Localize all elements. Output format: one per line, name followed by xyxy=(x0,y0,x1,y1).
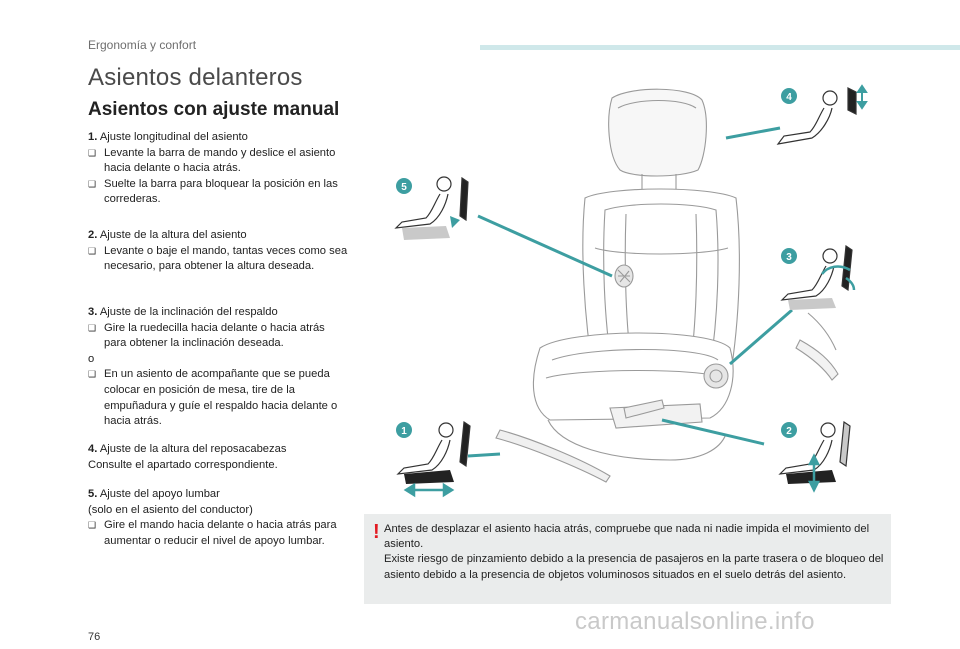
warning-text: Antes de desplazar el asiento hacia atrá… xyxy=(384,522,884,583)
item-title: Ajuste longitudinal del asiento xyxy=(99,131,248,143)
arrow-icon xyxy=(807,453,821,493)
page-title: Asientos delanteros xyxy=(88,64,303,91)
item-5: 5. Ajuste del apoyo lumbar (solo en el a… xyxy=(88,487,350,549)
callout-label: 4 xyxy=(786,92,792,103)
header-bar xyxy=(480,45,960,50)
item-number: 4. xyxy=(88,443,98,455)
callout-label: 5 xyxy=(401,182,407,193)
item-1: 1. Ajuste longitudinal del asiento Levan… xyxy=(88,130,350,208)
arrow-icon xyxy=(856,84,868,110)
warning-line: Existe riesgo de pinzamiento debido a la… xyxy=(384,553,884,581)
connector-lines xyxy=(467,126,793,458)
callout-1: 1 xyxy=(396,422,412,438)
person-silhouette-icon xyxy=(396,420,471,484)
item-2: 2. Ajuste de la altura del asiento Levan… xyxy=(88,228,350,275)
item-number: 5. xyxy=(88,488,98,500)
watermark: carmanualsonline.info xyxy=(575,608,815,635)
bullet-line: Levante o baje el mando, tantas veces co… xyxy=(88,244,350,275)
item-4: 4. Ajuste de la altura del reposacabezas… xyxy=(88,442,350,473)
callout-label: 3 xyxy=(786,252,792,263)
seat-illustration: 4 5 3 1 2 xyxy=(394,84,868,498)
bullet-line: Gire el mando hacia delante o hacia atrá… xyxy=(88,518,350,549)
arrow-icon xyxy=(821,265,856,291)
callout-5: 5 xyxy=(396,178,412,194)
bullet-line: Suelte la barra para bloquear la posició… xyxy=(88,177,350,208)
page-subtitle: Asientos con ajuste manual xyxy=(88,99,340,120)
warning-box: ! Antes de desplazar el asiento hacia at… xyxy=(364,514,891,604)
item-number: 3. xyxy=(88,306,98,318)
plain-line: o xyxy=(88,352,95,365)
plain-line: Consulte el apartado correspondiente. xyxy=(88,458,278,471)
section-header: Ergonomía y confort xyxy=(88,38,197,52)
callout-3: 3 xyxy=(781,248,797,264)
callout-4: 4 xyxy=(781,88,797,104)
callout-label: 1 xyxy=(401,426,407,437)
arrow-icon xyxy=(450,216,460,228)
arrow-icon xyxy=(403,482,455,498)
item-title: Ajuste del apoyo lumbar xyxy=(99,488,220,500)
item-title: Ajuste de la altura del reposacabezas xyxy=(99,443,287,455)
person-silhouette-icon xyxy=(778,420,851,484)
warning-line: Antes de desplazar el asiento hacia atrá… xyxy=(384,523,870,551)
callout-2: 2 xyxy=(781,422,797,438)
person-silhouette-icon xyxy=(776,87,857,145)
bullet-line: Levante la barra de mando y deslice el a… xyxy=(88,146,350,177)
seat-icon xyxy=(495,88,839,483)
warning-icon: ! xyxy=(373,521,380,543)
person-silhouette-icon xyxy=(780,244,853,310)
callout-label: 2 xyxy=(786,426,792,437)
page-number: 76 xyxy=(88,631,101,643)
item-3: 3. Ajuste de la inclinación del respaldo… xyxy=(88,305,350,430)
bullet-line: En un asiento de acompañante que se pued… xyxy=(88,367,350,429)
item-title: Ajuste de la altura del asiento xyxy=(99,229,247,241)
item-title: Ajuste de la inclinación del respaldo xyxy=(99,306,278,318)
person-silhouette-icon xyxy=(394,176,469,240)
plain-line: (solo en el asiento del conductor) xyxy=(88,503,253,516)
item-number: 2. xyxy=(88,229,98,241)
item-number: 1. xyxy=(88,131,98,143)
bullet-line: Gire la ruedecilla hacia delante o hacia… xyxy=(88,321,350,352)
